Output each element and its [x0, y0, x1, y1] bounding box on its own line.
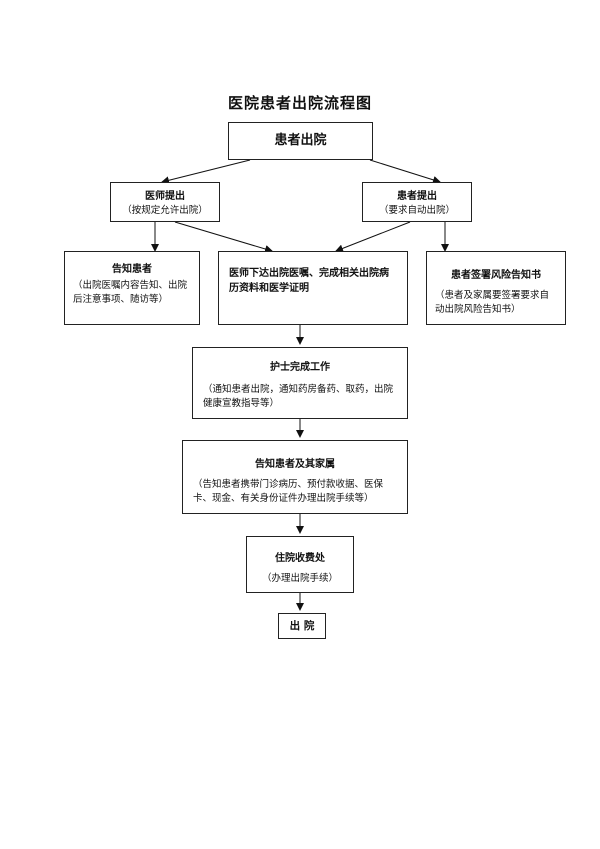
arrow-start-to-patient [369, 159, 441, 184]
arrow-doctor-to-orders [174, 221, 273, 253]
arrow-patient-to-orders [335, 221, 411, 253]
node-patient-requests: 患者提出 （要求自动出院） [362, 182, 472, 222]
node-title: 告知患者及其家属 [255, 459, 335, 470]
node-title: 患者出院 [274, 133, 327, 148]
node-desc: （告知患者携带门诊病历、预付款收据、医保卡、现金、有关身份证件办理出院手续等） [193, 479, 384, 504]
node-title: 患者提出 [397, 191, 437, 202]
node-desc: （出院医嘱内容告知、出院后注意事项、随访等） [73, 280, 188, 305]
arrow-start-to-doctor [161, 159, 251, 185]
node-doctor-orders: 医师下达出院医嘱、完成相关出院病历资料和医学证明 [218, 251, 408, 325]
node-risk-notice: 患者签署风险告知书 （患者及家属要签署要求自动出院风险告知书） [426, 251, 566, 325]
node-cashier: 住院收费处 （办理出院手续） [246, 536, 354, 593]
node-discharge: 出 院 [278, 613, 326, 639]
node-nurse-work: 护士完成工作 （通知患者出院，通知药房备药、取药，出院健康宣教指导等） [192, 347, 408, 419]
node-title: 告知患者 [112, 264, 152, 275]
node-title: 患者签署风险告知书 [451, 270, 541, 281]
node-title: 住院收费处 [275, 553, 325, 564]
node-title: 护士完成工作 [270, 362, 330, 373]
node-title: 医师提出 [145, 191, 185, 202]
node-desc: （办理出院手续） [261, 573, 338, 584]
node-patient-discharge: 患者出院 [228, 122, 373, 160]
page-title: 医院患者出院流程图 [227, 94, 372, 112]
node-desc: （按规定允许出院） [122, 205, 208, 216]
node-desc: （要求自动出院） [378, 205, 455, 216]
node-doctor-proposes: 医师提出 （按规定允许出院） [110, 182, 220, 222]
node-inform-patient: 告知患者 （出院医嘱内容告知、出院后注意事项、随访等） [64, 251, 200, 325]
node-title: 医师下达出院医嘱、完成相关出院病历资料和医学证明 [229, 268, 389, 294]
node-desc: （通知患者出院，通知药房备药、取药，出院健康宣教指导等） [203, 384, 394, 409]
node-desc: （患者及家属要签署要求自动出院风险告知书） [435, 290, 550, 315]
node-title: 出 院 [289, 620, 315, 632]
node-inform-family: 告知患者及其家属 （告知患者携带门诊病历、预付款收据、医保卡、现金、有关身份证件… [182, 440, 408, 514]
